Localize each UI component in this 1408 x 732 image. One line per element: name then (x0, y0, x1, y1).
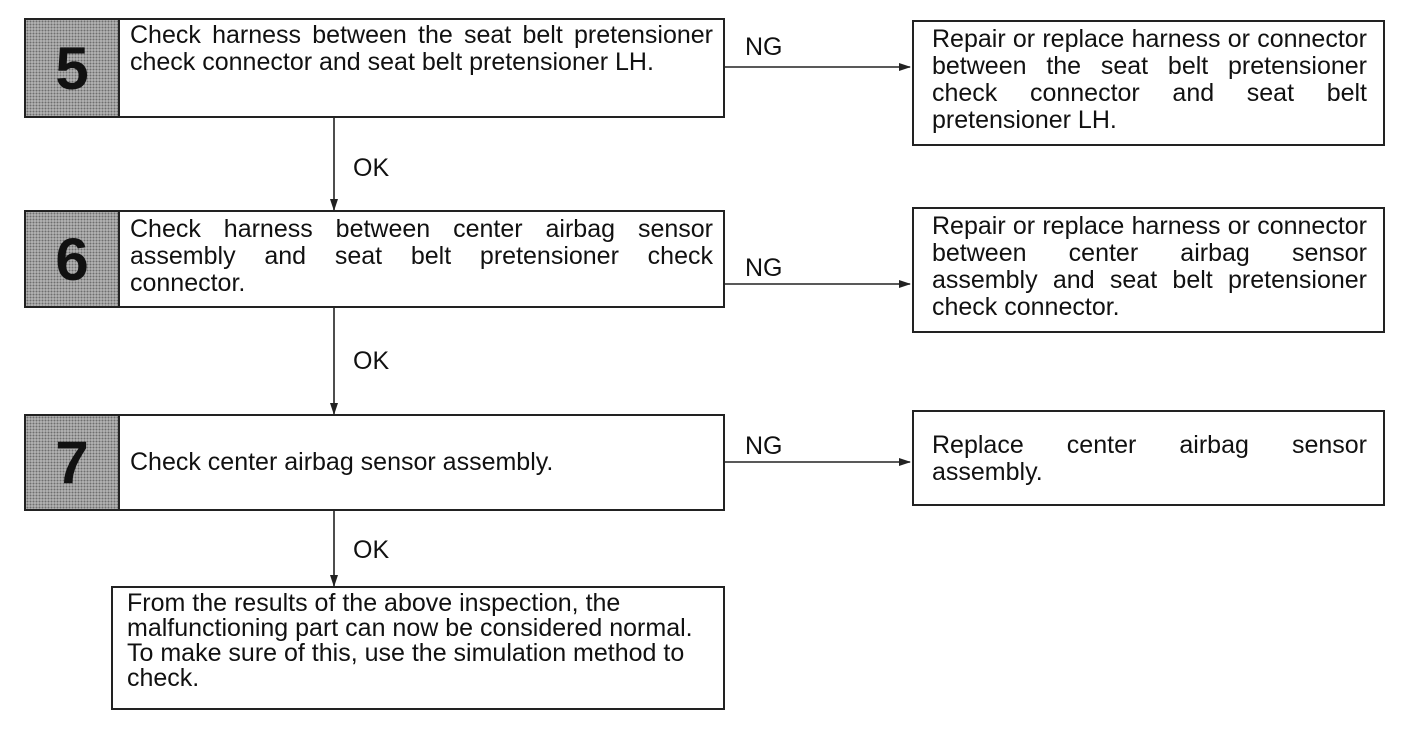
step-6-ng-label: NG (745, 254, 783, 282)
step-5-text: Check harness between the seat belt pret… (130, 21, 713, 76)
step-5-ng-label: NG (745, 33, 783, 61)
step-5-number: 5 (26, 20, 120, 116)
step-6-number: 6 (26, 212, 120, 306)
step-7-ng-label: NG (745, 432, 783, 460)
step-6-text: Check harness between center airbag sens… (130, 215, 713, 297)
step-5-ok-label: OK (353, 154, 390, 182)
step-7-text: Check center airbag sensor assembly. (130, 448, 554, 476)
step-6-box: 6 Check harness between center airbag se… (24, 210, 725, 308)
step-6-ng-result: Repair or replace harness or connector b… (912, 207, 1385, 333)
final-note: From the results of the above inspection… (111, 586, 725, 710)
step-7-number: 7 (26, 416, 120, 509)
step-7-ng-result: Replace center airbag sensor assembly. (912, 410, 1385, 506)
step-5-ng-result: Repair or replace harness or connector b… (912, 20, 1385, 146)
step-7-ok-label: OK (353, 536, 390, 564)
step-6-ok-label: OK (353, 347, 390, 375)
step-5-box: 5 Check harness between the seat belt pr… (24, 18, 725, 118)
step-7-box: 7 Check center airbag sensor assembly. (24, 414, 725, 511)
